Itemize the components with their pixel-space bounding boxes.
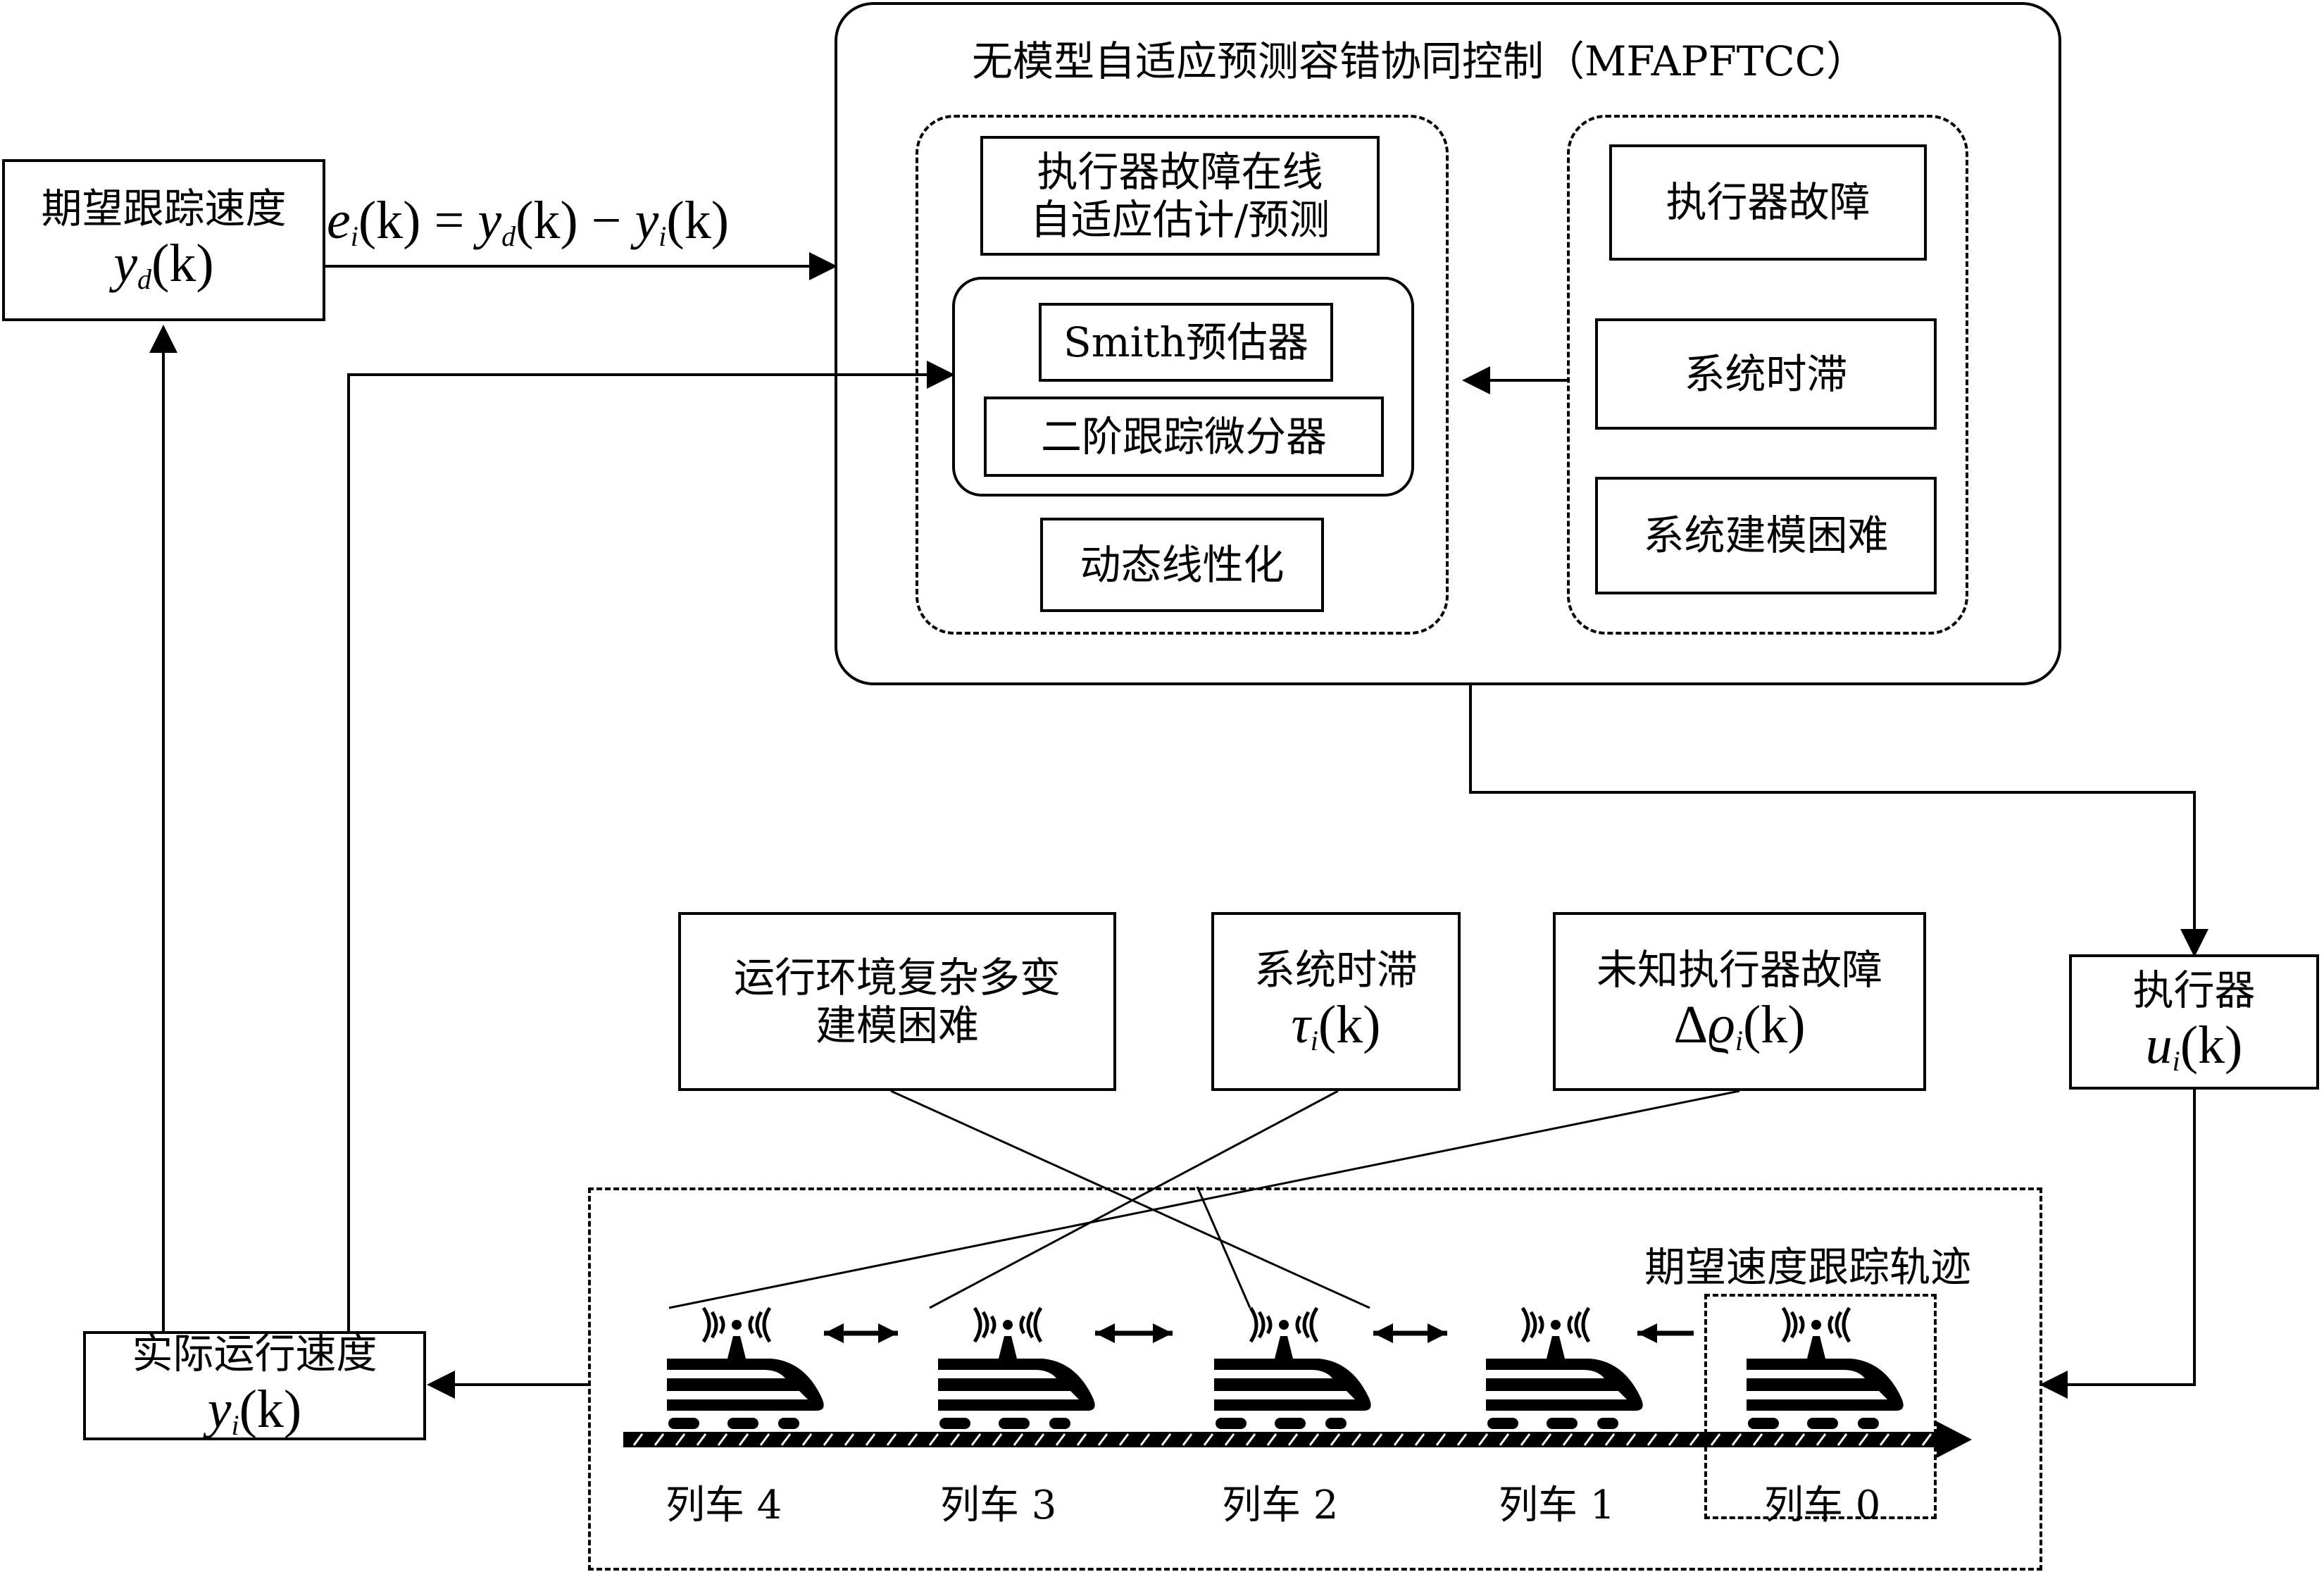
time-delay-block: 系统时滞 τi(k) xyxy=(1211,912,1461,1091)
tracking-differentiator-block: 二阶跟踪微分器 xyxy=(984,397,1384,477)
train-icon xyxy=(1486,1306,1643,1429)
dynamic-linearization-block: 动态线性化 xyxy=(1040,518,1324,612)
environment-block: 运行环境复杂多变 建模困难 xyxy=(678,912,1116,1091)
desired-speed-block: 期望跟踪速度 yd(k) xyxy=(2,159,325,321)
system-delay-block: 系统时滞 xyxy=(1595,318,1937,430)
error-equation: ei(k) = yd(k) − yi(k) xyxy=(327,191,730,253)
train-3 xyxy=(930,1299,1106,1440)
challenge-group xyxy=(1567,115,1968,635)
train-2 xyxy=(1206,1299,1382,1440)
train-label: 列车 2 xyxy=(1222,1483,1339,1528)
signal-icon xyxy=(1520,1306,1591,1343)
signal-icon xyxy=(1781,1306,1851,1343)
track-label: 期望速度跟踪轨迹 xyxy=(1644,1243,1972,1291)
actuator-to-train-arrow xyxy=(2039,1090,2196,1399)
unknown-fault-block: 未知执行器故障 Δϱi(k) xyxy=(1553,912,1926,1091)
disturbance-lines xyxy=(668,1090,1740,1309)
train-icon xyxy=(667,1306,824,1429)
train-4 xyxy=(658,1299,835,1440)
train-platoon-region xyxy=(588,1187,2042,1571)
train-0 xyxy=(1738,1299,1914,1440)
train-label: 列车 0 xyxy=(1764,1483,1881,1528)
train-icon xyxy=(938,1306,1095,1429)
signal-icon xyxy=(701,1306,772,1343)
train-label: 列车 4 xyxy=(666,1483,782,1528)
modeling-difficulty-block: 系统建模困难 xyxy=(1595,477,1937,594)
train-1 xyxy=(1478,1299,1654,1440)
predictor-feedback-arrow xyxy=(347,361,955,1331)
train-label: 列车 1 xyxy=(1499,1483,1616,1528)
fault-estimator-block: 执行器故障在线 自适应估计/预测 xyxy=(980,136,1380,256)
train-icon xyxy=(1747,1306,1904,1429)
controller-title: 无模型自适应预测容错协同控制（MFAPFTCC） xyxy=(972,37,1868,85)
predictor-group xyxy=(952,277,1414,497)
train-icon xyxy=(1214,1306,1371,1429)
signal-icon xyxy=(973,1306,1043,1343)
controller-box xyxy=(835,2,2061,685)
train-label: 列车 3 xyxy=(940,1483,1057,1528)
smith-predictor-block: Smith预估器 xyxy=(1039,303,1333,382)
control-output-arrow xyxy=(1469,685,2209,957)
actuator-block: 执行器 ui(k) xyxy=(2069,954,2319,1090)
leader-train-region xyxy=(1704,1294,1937,1519)
method-group xyxy=(916,115,1449,635)
actuator-fault-block: 执行器故障 xyxy=(1609,144,1927,261)
signal-icon xyxy=(1249,1306,1319,1343)
actual-speed-block: 实际运行速度 yi(k) xyxy=(83,1330,426,1441)
rail-track xyxy=(623,1421,1972,1458)
